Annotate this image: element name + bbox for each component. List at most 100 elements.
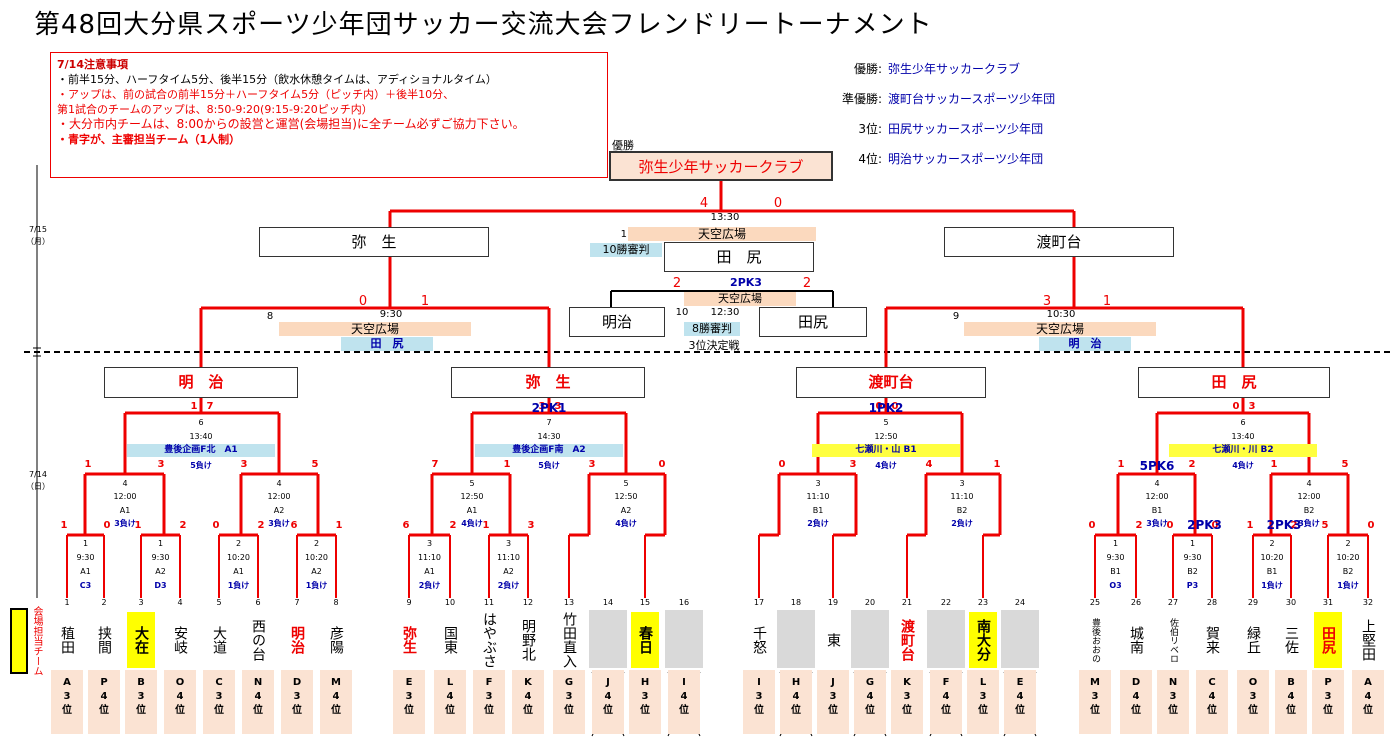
team-rank: C 3 位 [203,670,235,734]
r1-ref: P3 [1186,581,1199,590]
r1-field: B1 [1110,567,1121,576]
empty-slot [1001,610,1039,668]
semi-team-box: 渡町台 [944,227,1174,257]
team-name: 佐伯リベロ [1168,617,1178,663]
r1-time: 10:20 [304,553,329,562]
team-name: 豊後おおの [1090,617,1100,663]
team-number: 19 [827,598,839,607]
r1-ref: D3 [154,581,167,590]
team-rank: J 3 位 [817,670,849,734]
team-rank: J 4 位 [592,670,624,734]
block-final-no: 5 [883,418,889,427]
team-rank: D 3 位 [281,670,313,734]
r1-field: A1 [424,567,435,576]
r1-match-no: 1 [82,539,89,548]
third-ref: 8勝審判 [684,322,740,336]
semi-ref: 明 治 [1039,337,1131,351]
r1-match-no: 2 [1269,539,1275,548]
result-team: 田尻サッカースポーツ少年団 [888,122,1044,136]
r1-time: 10:20 [1260,553,1284,562]
r1-ref: 1負け [227,581,250,590]
notes-line: ・前半15分、ハーフタイム5分、後半15分（飲水休憩タイムは、アディショナルタイ… [57,73,497,86]
block-winner-box: 弥 生 [451,367,645,398]
block-final-ref: 5負け [190,461,212,470]
r2-time: 12:50 [614,492,638,501]
r1-match-no: 2 [235,539,242,548]
team-number: 13 [563,598,575,607]
r1-score: 2 [257,520,265,531]
team-name: 春日 [631,612,659,668]
r1-pk: 2PK3 [1266,518,1302,532]
team-name [856,612,884,668]
page-title: 第48回大分県スポーツ少年団サッカー交流大会フレンドリートーナメント [34,10,933,40]
team-number: 24 [1014,598,1026,607]
result-team: 渡町台サッカースポーツ少年団 [888,92,1056,106]
r1-score: 1 [482,520,490,531]
final-label: 優勝 [612,139,634,152]
block-final-no: 6 [198,418,204,427]
r1-time: 9:30 [1106,553,1125,562]
semi-score: 1 [420,294,430,309]
team-rank: F 4 位 [930,670,962,734]
r1-ref: O3 [1109,581,1122,590]
r1-score: 0 [1088,520,1096,531]
team-number: 31 [1322,598,1334,607]
r1-match-no: 1 [1189,539,1196,548]
team-name [932,612,960,668]
team-rank: K 4 位 [512,670,544,734]
team-name [1006,612,1034,668]
final-ref: 10勝審判 [590,243,662,257]
date-weekday: （月） [26,237,50,246]
team-number: 17 [753,598,765,607]
notes-line: ・青字が、主審担当チーム（1人制） [57,133,241,146]
r2-match-no: 4 [1154,479,1160,488]
team-rank: H 4 位 [780,670,812,734]
r2-score: 5 [311,459,319,470]
result-label: 準優勝: [841,92,882,106]
team-number: 10 [444,598,456,607]
date-weekday: （日） [26,482,50,491]
team-name: 明治 [289,626,305,654]
team-rank: M 3 位 [1079,670,1111,734]
r2-ref: 3負け [114,519,136,528]
team-number: 9 [406,598,412,607]
team-rank: L 4 位 [434,670,466,734]
semi-venue: 天空広場 [279,322,471,336]
team-number: 32 [1362,598,1374,607]
block-final-score: 0 [891,401,899,412]
r1-score: 6 [290,520,298,531]
team-number: 15 [639,598,651,607]
block-final-venue: 豊後企画F北 A1 [127,444,275,457]
team-name: 東 [825,633,841,647]
team-number: 7 [294,598,300,607]
block-final-no: 6 [1240,418,1246,427]
r2-score: 7 [431,459,439,470]
r1-score: 0 [103,520,111,531]
team-number: 11 [483,598,495,607]
team-name: 彦陽 [328,626,344,654]
semi-time: 10:30 [1046,309,1076,320]
final-score-right: 0 [773,196,783,211]
r1-score: 0 [212,520,220,531]
r2-score: 1 [84,459,92,470]
r2-score: 3 [157,459,165,470]
team-rank: C 4 位 [1196,670,1228,734]
r2-score: 1 [503,459,511,470]
block-final-score: 0 [875,401,883,412]
team-rank: H 3 位 [629,670,661,734]
r2-field: B1 [812,506,824,515]
r2-score: 1 [1117,459,1125,470]
block-final-pk: 1PK2 [868,401,904,415]
r1-ref: 1負け [305,581,328,590]
r1-match-no: 3 [426,539,433,548]
team-number: 16 [678,598,690,607]
block-final-score: 3 [1248,401,1256,412]
r1-ref: 1負け [1337,581,1359,590]
r1-match-no: 1 [1112,539,1119,548]
block-winner-box: 渡町台 [796,367,986,398]
r1-score: 0 [1211,520,1219,531]
r2-ref: 2負け [807,519,829,528]
r1-match-no: 2 [1345,539,1351,548]
r2-ref: 2負け [951,519,973,528]
semi-score: 3 [1042,294,1052,309]
